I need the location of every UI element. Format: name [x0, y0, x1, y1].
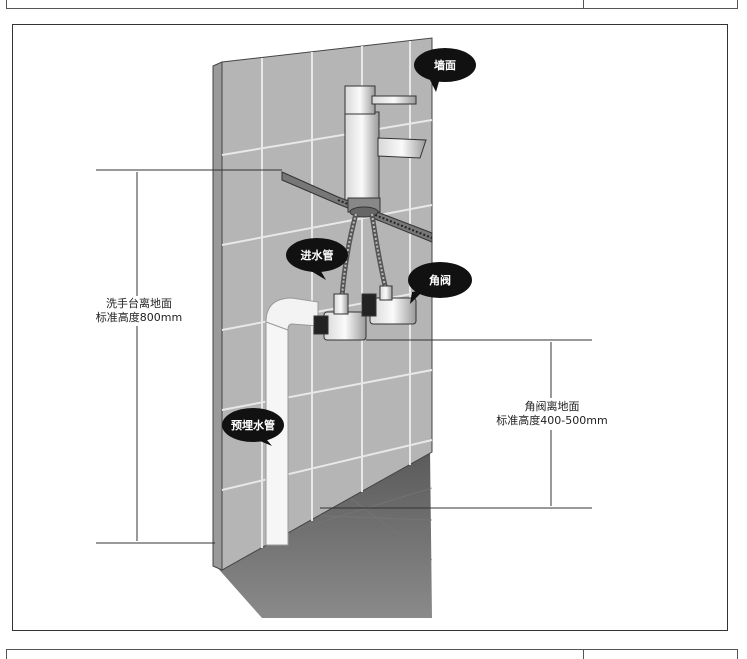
top-frame-strip: [6, 0, 738, 9]
embedded-pipe-callout: 预埋水管: [222, 408, 284, 442]
basin-height-text: 洗手台离地面 标准高度800mm: [84, 297, 194, 325]
wall-tile-grid: [221, 41, 433, 548]
diagram-panel: [12, 24, 728, 631]
basin-height-title: 洗手台离地面: [106, 297, 172, 310]
wall-edge: [212, 61, 223, 571]
basin-height-value: 标准高度800mm: [95, 311, 183, 324]
valve-height-dimension: [320, 339, 592, 509]
valve-height-text: 角阀离地面 标准高度400-500mm: [484, 400, 620, 428]
inlet-hose-texture: [341, 213, 387, 297]
basin-height-dimension: [96, 169, 282, 544]
angle-valve-left: [313, 293, 367, 341]
embedded-pipe-label: 预埋水管: [231, 419, 275, 432]
angle-valve-callout: 角阀: [408, 262, 472, 298]
wall-label: 墙面: [434, 59, 456, 72]
inlet-pipe-label: 进水管: [300, 249, 334, 262]
floor: [215, 450, 432, 618]
inlet-pipe-callout: 进水管: [286, 238, 348, 272]
angle-valve-right: [361, 285, 417, 325]
faucet: [344, 85, 427, 218]
valve-height-title: 角阀离地面: [524, 400, 580, 413]
wall-callout: 墙面: [414, 48, 476, 82]
bottom-frame-strip: [6, 649, 738, 659]
valve-height-value: 标准高度400-500mm: [496, 414, 608, 427]
angle-valve-label: 角阀: [429, 274, 451, 287]
